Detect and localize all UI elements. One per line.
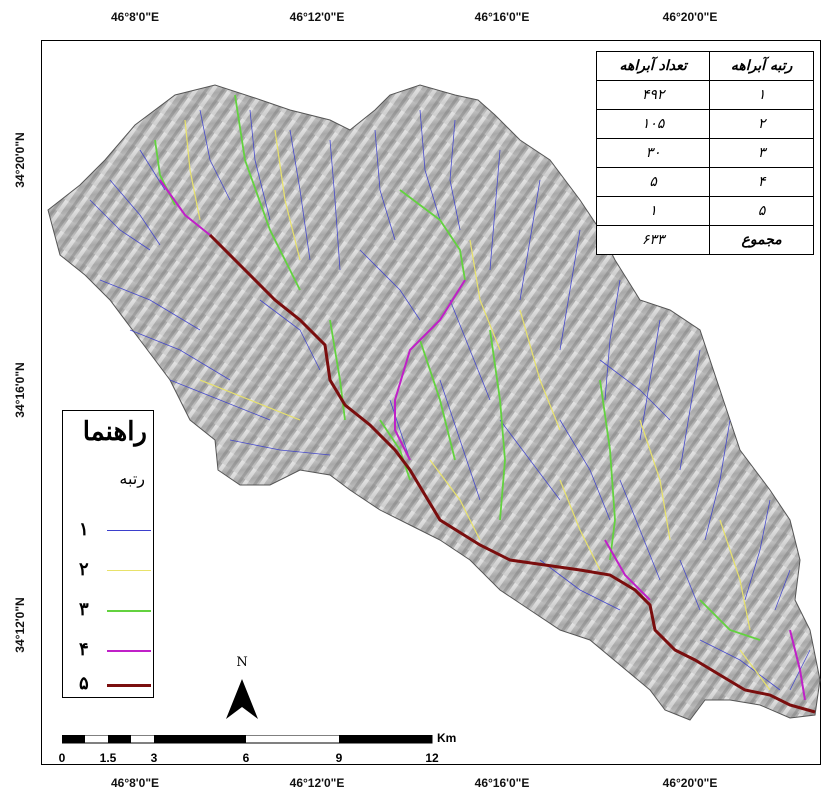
- streams-order-2: [184, 119, 771, 691]
- lon-label-bottom-1: 46°8'0"E: [110, 776, 160, 790]
- header-order: رتبه آبراهه: [709, 51, 814, 81]
- north-arrow: N: [222, 655, 262, 725]
- lon-label-top-1: 46°8'0"E: [110, 10, 160, 24]
- legend-item-label: ۳: [79, 599, 89, 620]
- scale-label: 1.5: [99, 751, 117, 765]
- watershed-boundary: [47, 84, 821, 721]
- table-row: ۳۰ ۳: [595, 138, 814, 168]
- map-frame: [41, 40, 821, 765]
- scale-unit: Km: [437, 731, 457, 745]
- lon-label-bottom-2: 46°12'0"E: [289, 776, 345, 790]
- count-cell: ۱: [595, 196, 711, 226]
- lon-label-top-3: 46°16'0"E: [474, 10, 530, 24]
- table-row: ۱۰۵ ۲: [595, 109, 814, 139]
- table-header-row: تعداد آبراهه رتبه آبراهه: [595, 51, 814, 81]
- lon-label-top-4: 46°20'0"E: [662, 10, 718, 24]
- scale-bar: Km 0 1.5 3 6 9 12: [58, 731, 472, 775]
- count-cell: ۱۰۵: [595, 109, 711, 139]
- legend-swatch: [107, 684, 151, 687]
- scale-label: 9: [335, 751, 343, 765]
- table-row: ۵ ۴: [595, 167, 814, 197]
- table-total-row: ۶۳۳ مجموع: [595, 225, 814, 255]
- scale-label: 12: [425, 751, 439, 765]
- lon-label-top-2: 46°12'0"E: [289, 10, 345, 24]
- table-row: ۱ ۵: [595, 196, 814, 226]
- stream-count-table: تعداد آبراهه رتبه آبراهه ۴۹۲ ۱ ۱۰۵ ۲ ۳۰ …: [595, 51, 814, 255]
- count-cell: ۵: [595, 167, 711, 197]
- order-cell: ۴: [709, 167, 814, 197]
- header-count: تعداد آبراهه: [595, 51, 711, 81]
- legend-item-label: ۴: [79, 639, 89, 660]
- scale-label: 3: [150, 751, 158, 765]
- lon-label-bottom-3: 46°16'0"E: [474, 776, 530, 790]
- legend-item-order-1: ۱: [71, 519, 151, 541]
- order-cell: ۱: [709, 80, 814, 110]
- order-cell: ۲: [709, 109, 814, 139]
- scale-label: 6: [242, 751, 250, 765]
- order-cell: ۵: [709, 196, 814, 226]
- total-label: مجموع: [709, 225, 814, 255]
- legend-swatch: [107, 610, 151, 612]
- streams-order-4: [159, 179, 806, 701]
- legend-swatch: [107, 650, 151, 652]
- scale-bar-graphic: [62, 735, 433, 744]
- map-legend: راهنما رتبه ۱ ۲ ۳ ۴ ۵: [62, 410, 154, 698]
- total-value: ۶۳۳: [595, 225, 711, 255]
- stream-order-5-main: [208, 233, 816, 714]
- legend-item-label: ۱: [79, 519, 89, 540]
- scale-label: 0: [58, 751, 66, 765]
- legend-swatch: [107, 570, 151, 571]
- count-cell: ۴۹۲: [595, 80, 711, 110]
- legend-title: راهنما: [82, 417, 147, 447]
- count-cell: ۳۰: [595, 138, 711, 168]
- legend-item-order-3: ۳: [71, 599, 151, 621]
- legend-item-order-5: ۵: [71, 673, 151, 695]
- north-arrow-icon: [226, 679, 258, 719]
- lon-label-bottom-4: 46°20'0"E: [662, 776, 718, 790]
- north-label: N: [236, 655, 248, 670]
- order-cell: ۳: [709, 138, 814, 168]
- legend-item-label: ۲: [79, 559, 89, 580]
- legend-swatch: [107, 530, 151, 531]
- streams-order-1: [89, 109, 811, 691]
- table-row: ۴۹۲ ۱: [595, 80, 814, 110]
- legend-subtitle: رتبه: [119, 469, 145, 488]
- streams-order-3: [154, 94, 761, 641]
- legend-item-label: ۵: [79, 673, 89, 694]
- legend-item-order-2: ۲: [71, 559, 151, 581]
- legend-item-order-4: ۴: [71, 639, 151, 661]
